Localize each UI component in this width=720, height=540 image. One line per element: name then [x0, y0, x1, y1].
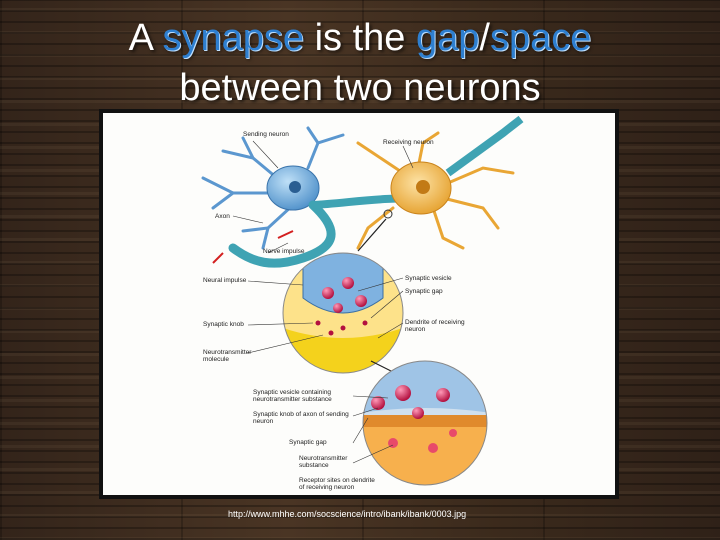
synapse-zoom-2-border: [362, 360, 488, 486]
source-url: http://www.mhhe.com/socscience/intro/iba…: [228, 509, 467, 519]
label-synaptic-gap-2: Synaptic gap: [289, 439, 327, 446]
label-receptor-sites: Receptor sites on dendrite of receiving …: [299, 477, 375, 491]
label-neurotransmitter-molecule: Neurotransmitter molecule: [203, 349, 252, 363]
synapse-zoom-2: [363, 361, 487, 485]
label-leader-lines: [232, 140, 414, 464]
neuron-diagram: Sending neuron Receiving neuron Axon Ner…: [103, 113, 615, 495]
label-neurotransmitter-substance: Neurotransmitter substance: [299, 455, 348, 469]
diagram-frame: Sending neuron Receiving neuron Axon Ner…: [99, 109, 619, 499]
slide-title-line-1: A synapse is the gap/space: [0, 18, 720, 58]
synapse-highlight-circle: [383, 209, 393, 219]
impulse-arrow-center: [277, 230, 294, 239]
title-slash: /: [479, 17, 490, 59]
zoom-pointer: [357, 218, 387, 252]
label-neural-impulse: Neural impulse: [203, 277, 247, 284]
label-receiving-neuron: Receiving neuron: [383, 139, 434, 146]
label-sending-neuron: Sending neuron: [243, 131, 289, 138]
label-synaptic-vesicle-containing: Synaptic vesicle containing neurotransmi…: [253, 389, 332, 403]
sending-neuron-dendrites: [201, 126, 345, 250]
slide-title-line-2: between two neurons: [179, 67, 541, 109]
title-mid: is the: [304, 17, 416, 59]
title-word-synapse: synapse: [162, 17, 305, 59]
receiving-neuron-axon: [445, 115, 524, 177]
receiving-neuron-dendrites: [356, 131, 515, 250]
synapse-illustration: [201, 115, 524, 486]
label-nerve-impulse: Nerve impulse: [263, 248, 305, 255]
synapse-zoom-1: [283, 253, 403, 373]
title-word-gap: gap: [415, 17, 480, 59]
title-prefix: A: [128, 17, 163, 59]
label-dendrite-receiving: Dendrite of receiving neuron: [405, 319, 465, 333]
impulse-arrow-left: [212, 252, 224, 264]
sending-neuron-nucleus: [289, 181, 301, 193]
label-synaptic-gap: Synaptic gap: [405, 288, 443, 295]
receiving-neuron-nucleus: [416, 180, 430, 194]
label-synaptic-vesicle: Synaptic vesicle: [405, 275, 452, 282]
axon-lower: [228, 200, 336, 268]
synapse-zoom-1-border: [282, 252, 404, 374]
label-axon: Axon: [215, 213, 230, 220]
label-synaptic-knob: Synaptic knob: [203, 321, 244, 328]
label-synaptic-knob-axon: Synaptic knob of axon of sending neuron: [253, 411, 349, 425]
title-word-space: space: [489, 17, 592, 59]
